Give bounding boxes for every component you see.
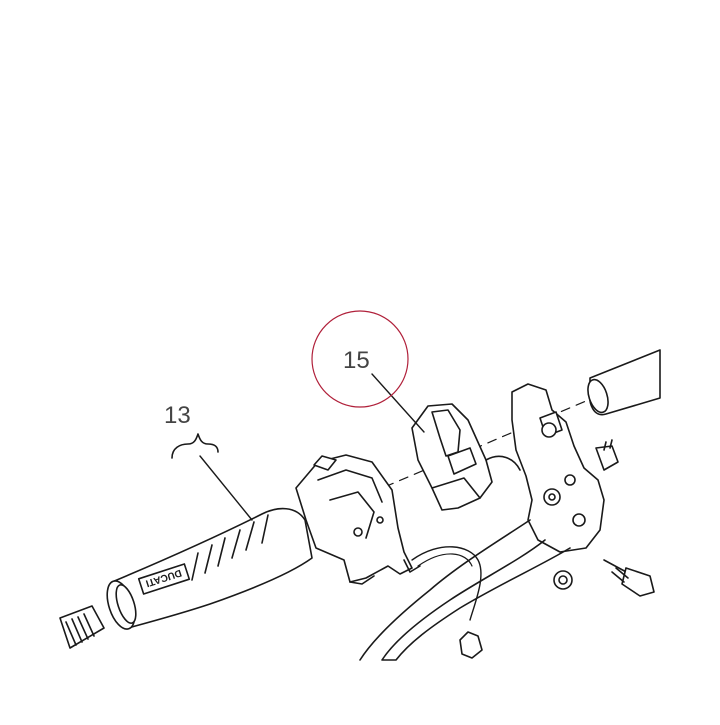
leader-line-13 bbox=[199, 455, 253, 521]
callout-brace bbox=[171, 433, 219, 459]
callout-label-15: 15 bbox=[343, 347, 370, 374]
adjuster-screw bbox=[603, 559, 655, 597]
switch-cable bbox=[411, 546, 482, 621]
leader-line-15 bbox=[371, 373, 425, 433]
highlight-circle bbox=[311, 310, 409, 408]
handlebar-grip: DUCATI bbox=[106, 507, 313, 630]
brake-lever bbox=[359, 519, 573, 661]
brake-master-cylinder bbox=[511, 383, 619, 553]
switch-housing bbox=[295, 454, 421, 585]
bar-end-thread bbox=[59, 605, 105, 649]
callout-label-13: 13 bbox=[164, 402, 191, 429]
switch-cover bbox=[411, 403, 521, 511]
handlebar-tube bbox=[587, 349, 661, 416]
